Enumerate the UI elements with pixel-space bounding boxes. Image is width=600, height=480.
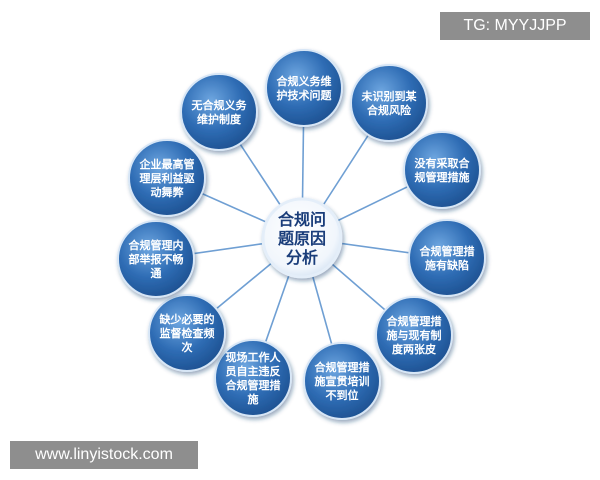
- watermark-top: TG: MYYJJPP: [440, 12, 590, 40]
- cause-node-circle: [214, 339, 292, 417]
- cause-node-text: 缺少必要的: [159, 312, 215, 326]
- cause-node-text: 理层利益驱: [140, 171, 195, 185]
- cause-node-circle: [128, 139, 206, 217]
- cause-node-circle: [303, 342, 381, 420]
- cause-node-circle: [375, 296, 453, 374]
- cause-node-text: 动舞弊: [151, 185, 185, 199]
- cause-node-text: 施与现有制: [387, 328, 442, 342]
- cause-node-text: 员自主违反: [226, 364, 281, 378]
- cause-node-circle: [148, 294, 226, 372]
- cause-node-text: 合规义务维: [277, 74, 332, 88]
- cause-node-circle: [403, 131, 481, 209]
- cause-node-text: 现场工作人: [226, 350, 282, 364]
- cause-node-text: 不到位: [326, 388, 359, 402]
- cause-node-text: 合规管理措: [420, 244, 475, 258]
- cause-node-text: 施宣贯培训: [315, 374, 370, 388]
- cause-node-text: 合规风险: [367, 103, 412, 117]
- cause-node-circle: [180, 73, 258, 151]
- cause-node-text: 护技术问题: [277, 88, 333, 102]
- cause-node-circle: [265, 49, 343, 127]
- cause-node-text: 规管理措施: [415, 170, 470, 184]
- center-node-text: 题原因: [278, 229, 326, 248]
- watermark-bottom: www.linyistock.com: [10, 441, 198, 469]
- cause-node-text: 度两张皮: [392, 342, 436, 356]
- cause-node-text: 维护制度: [197, 112, 242, 126]
- cause-node-text: 合规管理措: [315, 360, 370, 374]
- cause-node-text: 企业最高管: [139, 157, 195, 171]
- cause-node-text: 施: [248, 392, 259, 406]
- cause-node-text: 合规管理措: [387, 314, 442, 328]
- cause-node-text: 未识别到某: [361, 89, 418, 103]
- cause-node-text: 合规管理措: [226, 378, 281, 392]
- cause-node-circle: [117, 220, 195, 298]
- cause-node-text: 无合规义务: [191, 98, 248, 112]
- cause-node-text: 合规管理内: [129, 238, 184, 252]
- center-node-text: 分析: [286, 248, 318, 267]
- cause-node-text: 监督检查频: [160, 326, 215, 340]
- cause-node-circle: [350, 64, 428, 142]
- cause-node-text: 通: [151, 267, 162, 280]
- cause-nodes: 合规义务维护技术问题未识别到某合规风险没有采取合规管理措施合规管理措施有缺陷合规…: [117, 49, 486, 420]
- cause-node-text: 没有采取合: [415, 156, 471, 170]
- cause-node-text: 部举报不畅: [129, 252, 184, 266]
- cause-node-circle: [408, 219, 486, 297]
- cause-node-text: 次: [182, 340, 193, 354]
- center-node-text: 合规问: [278, 210, 326, 229]
- center-node-circle: [261, 197, 343, 279]
- cause-node-text: 施有缺陷: [425, 258, 469, 272]
